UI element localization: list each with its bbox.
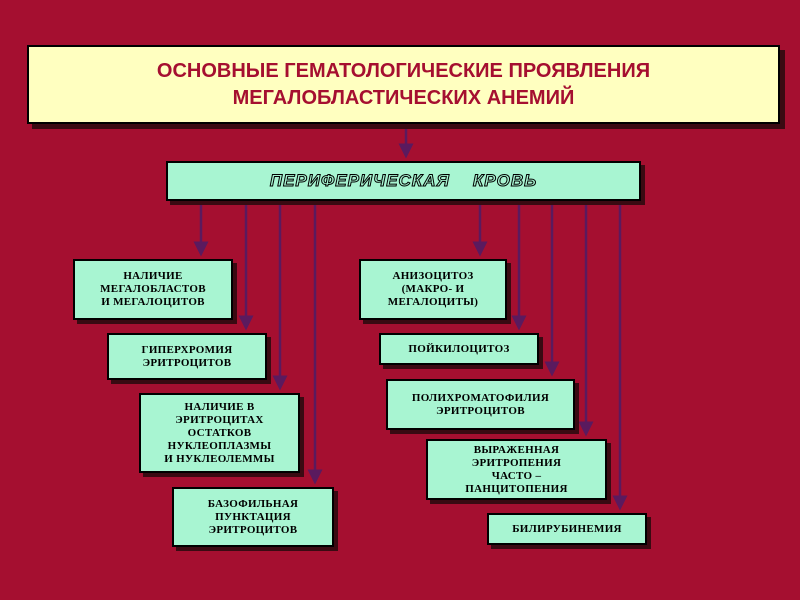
peripheral-blood-box: ПЕРИФЕРИЧЕСКАЯ КРОВЬ [166, 161, 641, 201]
title-line-2: МЕГАЛОБЛАСТИЧЕСКИХ АНЕМИЙ [232, 86, 575, 109]
node-text-line: (МАКРО- И [401, 283, 465, 295]
node-text-line: ПОЙКИЛОЦИТОЗ [408, 342, 510, 355]
node-text-line: ЭРИТРОЦИТАХ [175, 413, 264, 426]
node-text-line: БИЛИРУБИНЕМИЯ [512, 522, 622, 535]
node-bilirubinemia: БИЛИРУБИНЕМИЯ [487, 513, 647, 545]
node-text: ПОЙКИЛОЦИТОЗ [408, 343, 509, 356]
node-text-line: ЭРИТРОПЕНИЯ [471, 456, 562, 469]
node-text-line: БАЗОФИЛЬНАЯ [207, 497, 299, 510]
node-text-line: МЕГАЛОБЛАСТОВ [100, 283, 206, 295]
node-text-line: НАЛИЧИЕ В [184, 400, 255, 413]
node-text-line: ПАНЦИТОПЕНИЯ [465, 482, 568, 495]
node-text-line: ВЫРАЖЕННАЯ [473, 443, 560, 456]
title-box: ОСНОВНЫЕ ГЕМАТОЛОГИЧЕСКИЕ ПРОЯВЛЕНИЯ МЕГ… [27, 45, 780, 124]
node-text-line: МЕГАЛОЦИТЫ) [387, 296, 479, 308]
node-text-line: ЭРИТРОЦИТОВ [208, 523, 298, 536]
node-text-line: ОСТАТКОВ [187, 426, 252, 439]
node-text-line: ПУНКТАЦИЯ [215, 510, 291, 523]
node-text-line: ПОЛИХРОМАТОФИЛИЯ [411, 391, 550, 404]
node-text-line: ЧАСТО – [491, 469, 542, 482]
node-text-line: НУКЛЕОПЛАЗМЫ [167, 439, 272, 452]
node-poikilocytosis: ПОЙКИЛОЦИТОЗ [379, 333, 539, 365]
node-text-line: ГИПЕРХРОМИЯ [141, 343, 233, 356]
peripheral-blood-label: ПЕРИФЕРИЧЕСКАЯ КРОВЬ [269, 171, 538, 191]
title-line-1: ОСНОВНЫЕ ГЕМАТОЛОГИЧЕСКИЕ ПРОЯВЛЕНИЯ [156, 59, 651, 82]
node-text-line: И НУКЛЕОЛЕММЫ [164, 452, 275, 465]
node-text-line: И МЕГАЛОЦИТОВ [101, 296, 205, 308]
node-text-line: АНИЗОЦИТОЗ [392, 270, 474, 282]
node-text: БИЛИРУБИНЕМИЯ [512, 523, 622, 536]
node-text-line: НАЛИЧИЕ [123, 270, 183, 282]
node-text-line: ЭРИТРОЦИТОВ [142, 356, 232, 369]
node-text-line: ЭРИТРОЦИТОВ [436, 404, 525, 417]
